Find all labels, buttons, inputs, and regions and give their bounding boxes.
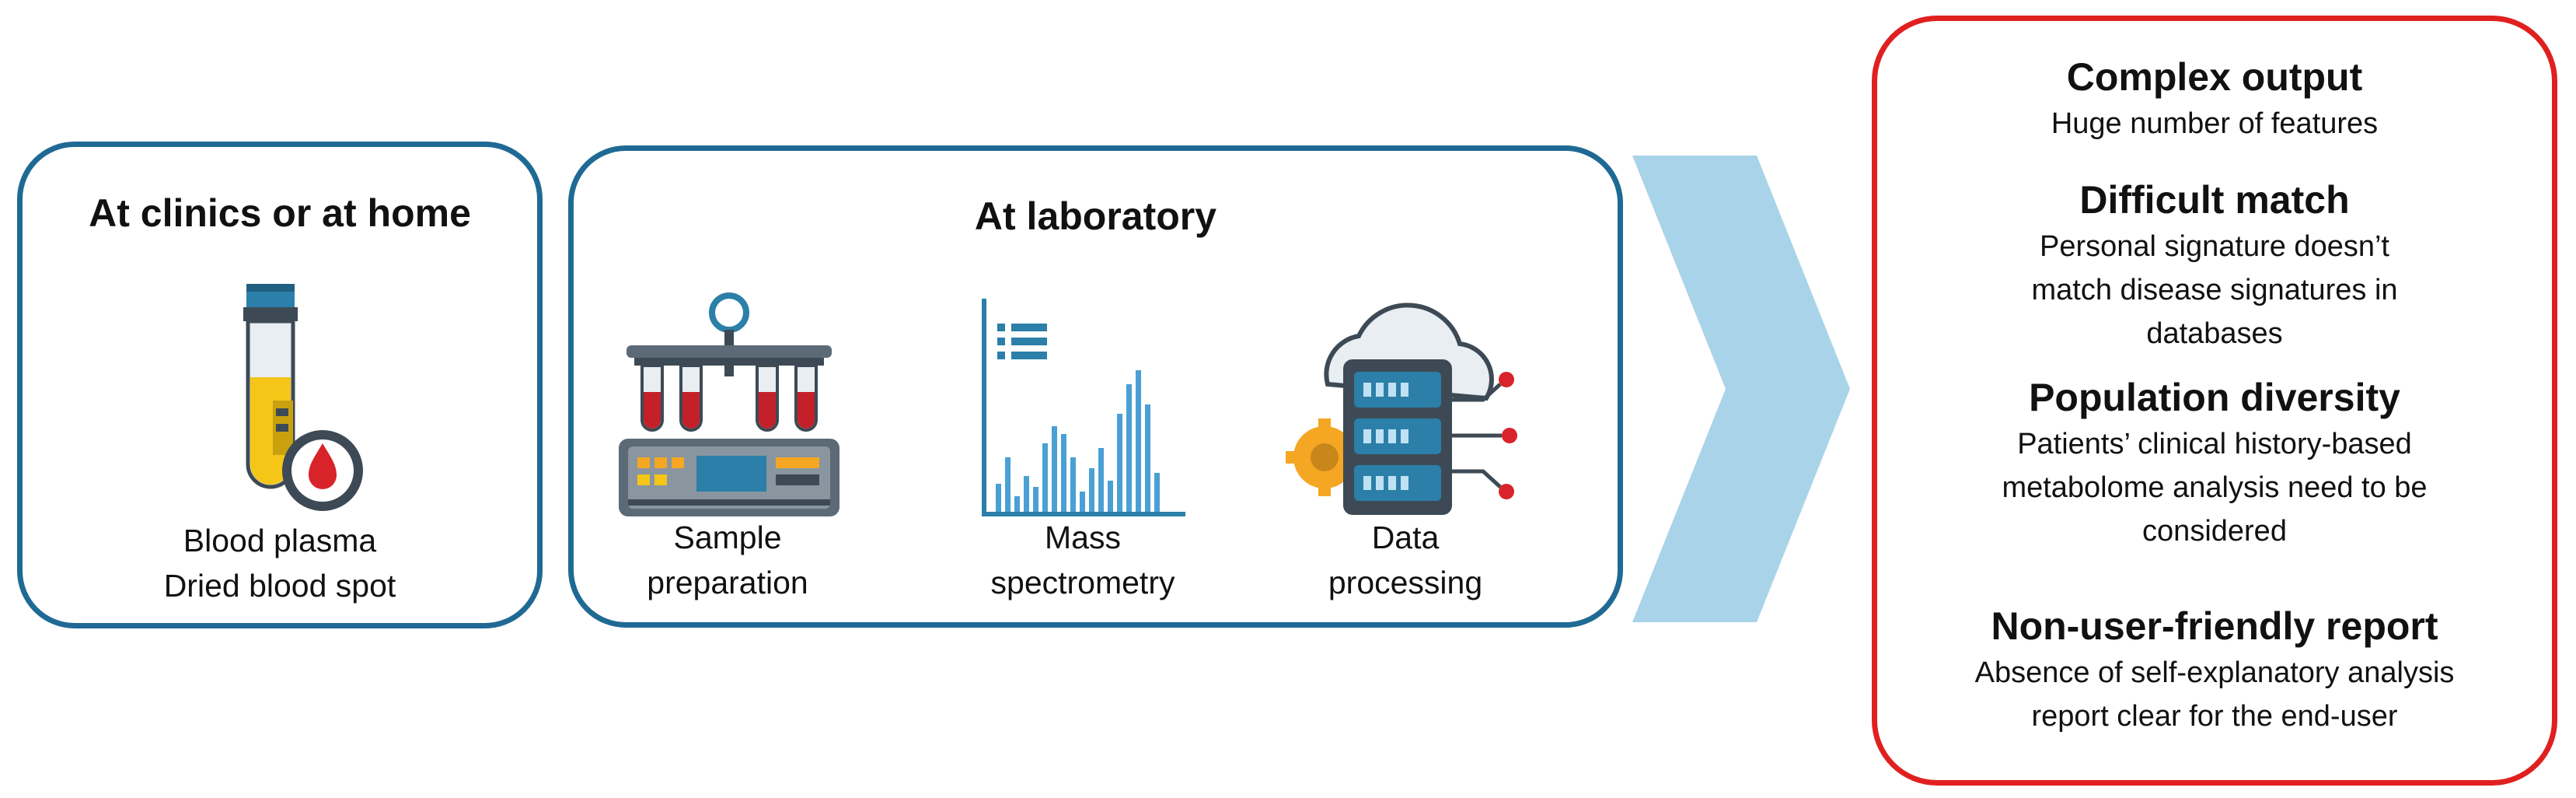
issue-title: Non-user-friendly report — [1991, 604, 2438, 648]
data-processing-line1: Data — [1371, 520, 1440, 555]
issue-description-line: report clear for the end-user — [2031, 700, 2398, 733]
flow-chevron-arrow — [1632, 156, 1850, 622]
issue-description-line: Personal signature doesn’t — [2040, 230, 2389, 263]
issue-description-line: match disease signatures in — [2031, 274, 2398, 306]
issue-title: Difficult match — [2079, 178, 2350, 222]
clinic-caption-line2: Dried blood spot — [163, 568, 396, 604]
mass-spectrometry-caption: Mass spectrometry — [955, 515, 1211, 605]
issue-description-line: considered — [2142, 515, 2287, 548]
issue-description-line: Patients’ clinical history-based — [2017, 428, 2412, 460]
issue-description-line: metabolome analysis need to be — [2002, 471, 2428, 504]
issue-population-diversity: Population diversity Patients’ clinical … — [1877, 373, 2552, 553]
issues-panel: Complex output Huge number of features D… — [1872, 16, 2557, 786]
issue-complex-output: Complex output Huge number of features — [1877, 52, 2552, 145]
issue-non-user-friendly-report: Non-user-friendly report Absence of self… — [1877, 601, 2552, 738]
issue-description-line: databases — [2146, 317, 2283, 350]
cloud-server-icon — [1286, 303, 1517, 515]
issue-description-line: Huge number of features — [2051, 107, 2379, 140]
clinic-title: At clinics or at home — [89, 191, 471, 235]
sample-preparation-line2: preparation — [647, 565, 808, 600]
issue-title: Population diversity — [2029, 376, 2400, 419]
laboratory-title: At laboratory — [974, 194, 1217, 238]
issue-title: Complex output — [2066, 55, 2363, 99]
issue-difficult-match: Difficult match Personal signature doesn… — [1877, 175, 2552, 355]
data-processing-line2: processing — [1328, 565, 1483, 600]
sample-preparation-icon — [619, 292, 839, 516]
mass-spectrum-icon — [982, 299, 1185, 516]
sample-preparation-line1: Sample — [673, 520, 782, 555]
mass-spectrometry-line1: Mass — [1045, 520, 1121, 555]
mass-spectrometry-line2: spectrometry — [990, 565, 1175, 600]
clinic-caption-line1: Blood plasma — [183, 523, 377, 558]
data-processing-caption: Data processing — [1277, 515, 1534, 605]
issue-description-line: Absence of self-explanatory analysis — [1974, 656, 2455, 689]
laboratory-panel: At laboratory Sample preparatio — [568, 145, 1623, 628]
clinic-caption: Blood plasma Dried blood spot — [23, 518, 537, 608]
clinic-panel: At clinics or at home Blood plasma Dried… — [17, 142, 543, 628]
sample-preparation-caption: Sample preparation — [599, 515, 856, 605]
blood-tube-icon — [243, 284, 363, 511]
